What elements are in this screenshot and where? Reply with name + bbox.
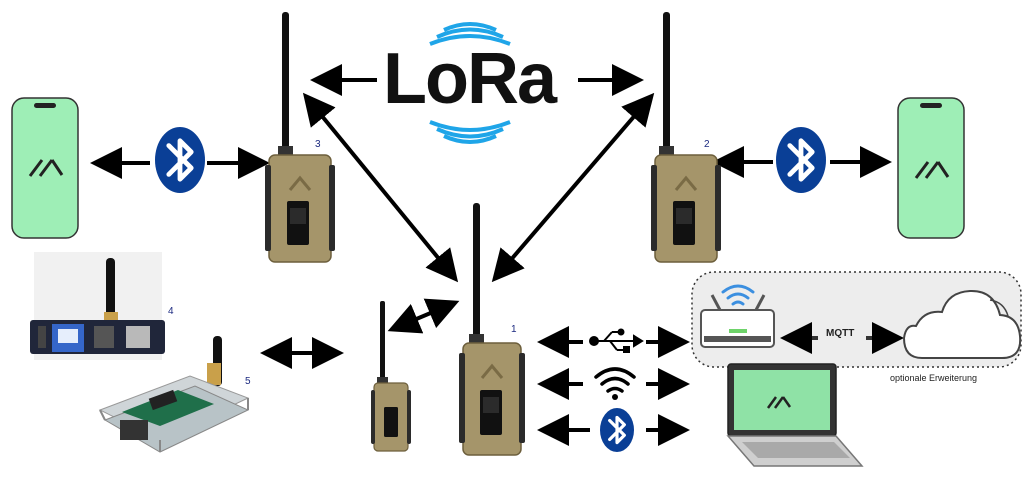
wifi-icon	[721, 284, 755, 306]
bluetooth-icon	[155, 127, 205, 193]
tbeam-board-4	[30, 252, 165, 360]
arrow-node2-node1	[491, 92, 655, 283]
device-number-4: 4	[168, 306, 174, 317]
lora-device-2	[651, 12, 721, 263]
gateway-board-5	[98, 336, 250, 453]
device-number-1: 1	[511, 324, 517, 335]
usb-icon	[589, 328, 644, 353]
laptop-app-icon	[766, 396, 792, 409]
bluetooth-icon	[776, 127, 826, 193]
device-number-5: 5	[245, 376, 251, 387]
smartphone-right	[897, 97, 965, 239]
smartphone-app-icon	[28, 159, 64, 177]
lora-device-1	[459, 203, 525, 456]
arrow-small-node1	[387, 298, 460, 334]
lora-device-small	[371, 301, 411, 452]
smartphone-left	[11, 97, 79, 239]
lora-device-3	[265, 12, 335, 263]
bluetooth-icon	[600, 408, 634, 452]
arrow-node3-node1	[302, 92, 459, 283]
device-number-3: 3	[315, 139, 321, 150]
wifi-icon	[594, 367, 636, 400]
router-icon	[700, 284, 775, 348]
laptop-icon	[726, 363, 864, 467]
mqtt-label: MQTT	[826, 328, 855, 339]
cloud-icon	[902, 289, 1022, 359]
optional-extension-label: optionale Erweiterung	[890, 373, 978, 383]
device-number-2: 2	[704, 139, 710, 150]
lora-logo-text: LoRa	[383, 39, 557, 119]
connection-arrows	[90, 64, 892, 446]
smartphone-app-icon	[914, 161, 950, 179]
